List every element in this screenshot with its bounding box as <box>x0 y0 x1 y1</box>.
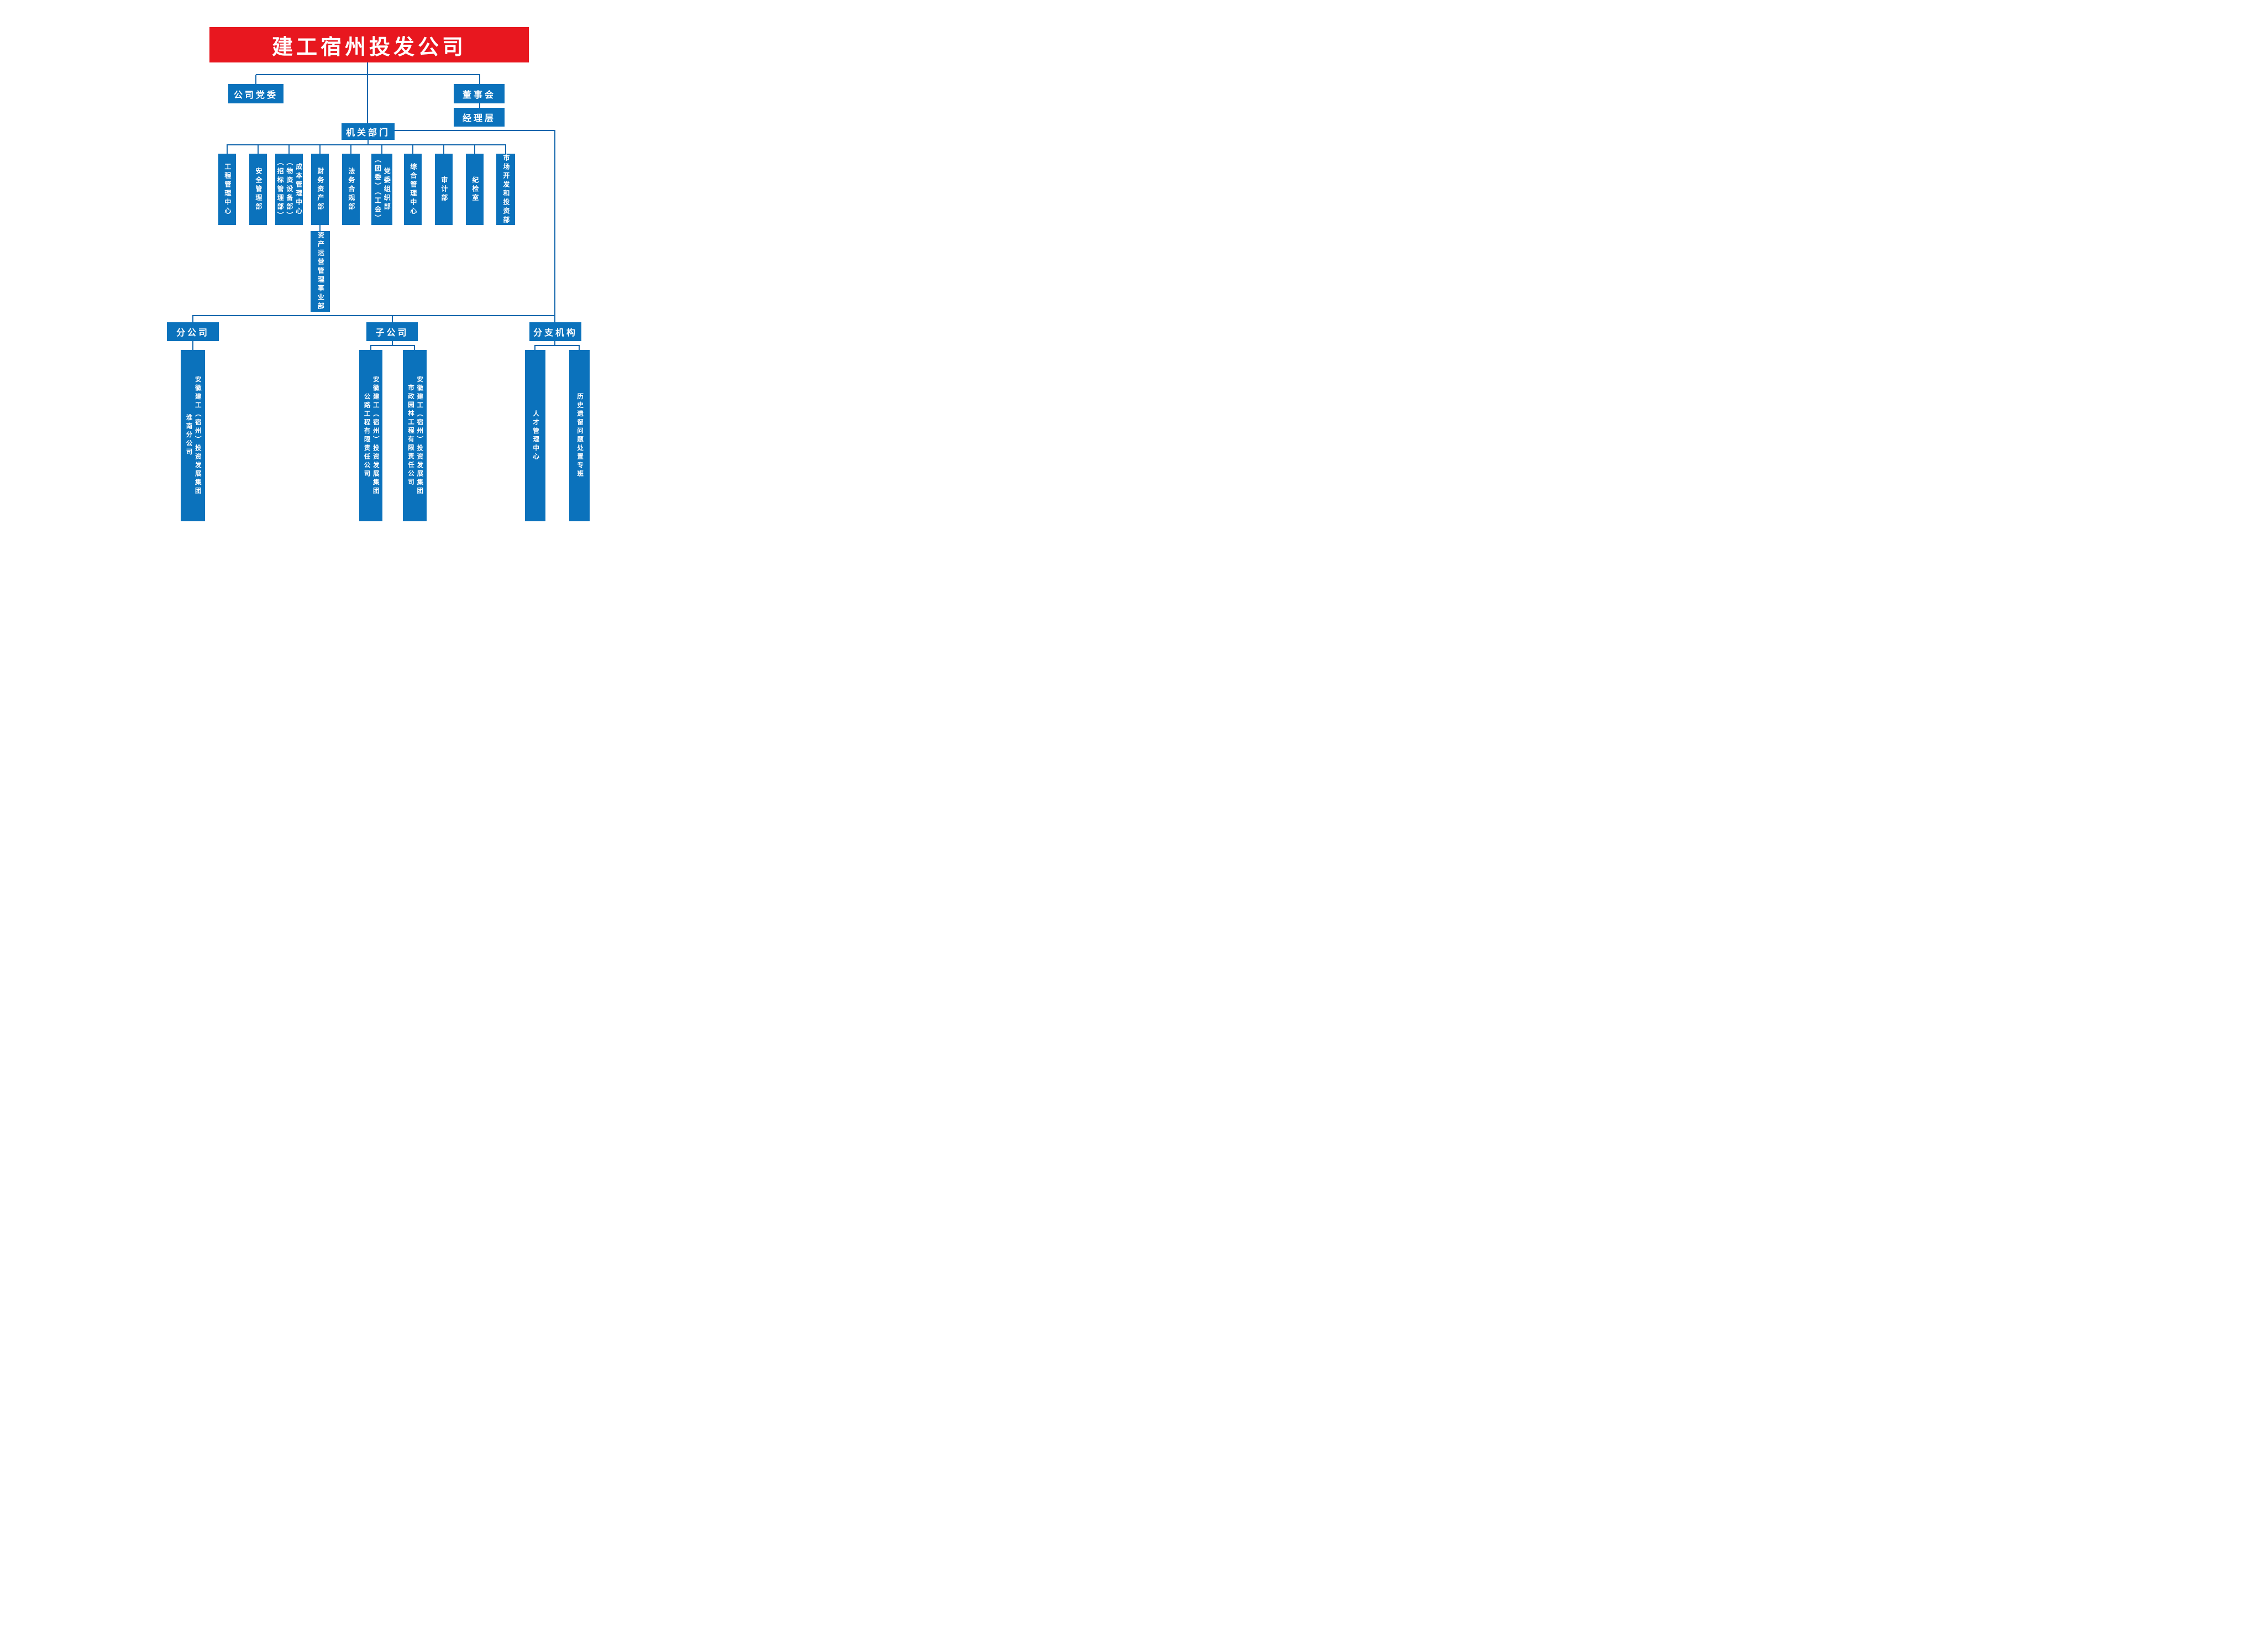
vertical-text-column: 资产运营管理事业部 <box>317 232 325 311</box>
subsidiaries-label: 子公司 <box>375 328 409 338</box>
connector-line <box>554 130 555 316</box>
connector-line <box>258 145 259 154</box>
connector-line <box>414 345 415 350</box>
vertical-text-column: 安全管理部 <box>254 167 262 212</box>
dept-cost-management-center: 成本管理中心（物资设备部）（招标管理部） <box>275 154 303 225</box>
vertical-text-column: 审计部 <box>440 176 448 203</box>
connector-line <box>479 75 480 84</box>
vertical-text-column: 淮南分公司 <box>185 414 192 457</box>
vertical-text-column: 工程管理中心 <box>223 163 232 216</box>
management-box: 经理层 <box>454 108 505 127</box>
connector-line <box>319 145 321 154</box>
company-title-banner: 建工宿州投发公司 <box>209 27 529 62</box>
vertical-text-column: 市场开发和投资部 <box>502 154 510 225</box>
dept-legal-compliance: 法务合规部 <box>342 154 360 225</box>
connector-line <box>412 145 413 154</box>
management-label: 经理层 <box>462 114 496 123</box>
dept-party-organization: 党委组织部（团委）（工会） <box>371 154 392 225</box>
vertical-text-column: 人才管理中心 <box>532 410 539 462</box>
connector-line <box>227 144 506 145</box>
vertical-text-column: （招标管理部） <box>276 158 285 221</box>
connector-line <box>370 345 415 346</box>
connector-line <box>288 145 290 154</box>
vertical-text-column: 市政园林工程有限责任公司 <box>407 384 414 487</box>
vertical-text-column: 安徽建工（宿州）投资发展集团 <box>194 375 201 496</box>
dept-market-development-investment: 市场开发和投资部 <box>496 154 515 225</box>
connector-line <box>554 341 555 345</box>
dept-finance-assets: 财务资产部 <box>311 154 329 225</box>
party-committee-box: 公司党委 <box>228 84 284 103</box>
connector-line <box>534 345 580 346</box>
connector-line <box>368 140 369 145</box>
connector-line <box>579 345 580 350</box>
asset-operation-division-box: 资产运营管理事业部 <box>311 231 330 312</box>
organ-departments-box: 机关部门 <box>342 123 395 140</box>
company-municipal-garden-engineering: 安徽建工（宿州）投资发展集团市政园林工程有限责任公司 <box>403 350 427 521</box>
dept-safety-management: 安全管理部 <box>249 154 267 225</box>
connector-line <box>392 341 393 345</box>
connector-line <box>256 74 480 75</box>
vertical-text-column: 党委组织部 <box>383 167 391 212</box>
connector-line <box>350 145 351 154</box>
vertical-text-column: 成本管理中心 <box>295 163 303 216</box>
vertical-text-column: 安徽建工（宿州）投资发展集团 <box>372 375 379 496</box>
connector-line <box>319 225 321 231</box>
connector-line <box>227 145 228 154</box>
dept-audit: 审计部 <box>435 154 453 225</box>
vertical-text-column: 综合管理中心 <box>409 163 417 216</box>
vertical-text-column: 纪检室 <box>471 176 479 203</box>
dept-engineering-management-center: 工程管理中心 <box>218 154 236 225</box>
connector-line <box>392 316 393 322</box>
vertical-text-column: 安徽建工（宿州）投资发展集团 <box>416 375 423 496</box>
dept-discipline-inspection: 纪检室 <box>466 154 484 225</box>
connector-line <box>192 316 193 322</box>
board-label: 董事会 <box>462 90 496 100</box>
company-title: 建工宿州投发公司 <box>271 35 466 59</box>
branch-company-box: 分公司 <box>167 322 219 341</box>
connector-line <box>443 145 444 154</box>
connector-line <box>554 316 555 322</box>
board-box: 董事会 <box>454 84 505 103</box>
company-huainan-branch: 安徽建工（宿州）投资发展集团淮南分公司 <box>181 350 205 521</box>
connector-line <box>479 103 480 108</box>
branch-company-label: 分公司 <box>176 328 209 338</box>
vertical-text-column: 公路工程有限责任公司 <box>363 392 370 479</box>
vertical-text-column: （物资设备部） <box>285 158 293 221</box>
connector-line <box>534 345 536 350</box>
institution-historical-issues-taskforce: 历史遗留问题处置专班 <box>569 350 590 521</box>
subsidiaries-box: 子公司 <box>366 322 418 341</box>
connector-line <box>192 315 555 316</box>
connector-line <box>192 341 193 350</box>
party-committee-label: 公司党委 <box>233 90 278 100</box>
vertical-text-column: 财务资产部 <box>316 167 324 212</box>
connector-line <box>505 145 506 154</box>
connector-line <box>255 75 256 84</box>
connector-line <box>381 145 382 154</box>
institution-talent-management-center: 人才管理中心 <box>525 350 545 521</box>
organ-departments-label: 机关部门 <box>345 128 390 138</box>
connector-line <box>370 345 371 350</box>
company-highway-engineering: 安徽建工（宿州）投资发展集团公路工程有限责任公司 <box>359 350 382 521</box>
vertical-text-column: 法务合规部 <box>347 167 355 212</box>
connector-line <box>395 130 555 131</box>
vertical-text-column: （团委）（工会） <box>374 155 382 223</box>
branch-institutions-label: 分支机构 <box>533 328 578 338</box>
connector-line <box>367 62 368 123</box>
org-chart: 建工宿州投发公司 公司党委 董事会 经理层 机关部门 工程管理中心 安全管理部 … <box>0 0 756 546</box>
branch-institutions-box: 分支机构 <box>529 322 581 341</box>
vertical-text-column: 历史遗留问题处置专班 <box>576 392 584 479</box>
dept-comprehensive-management-center: 综合管理中心 <box>404 154 422 225</box>
connector-line <box>474 145 475 154</box>
